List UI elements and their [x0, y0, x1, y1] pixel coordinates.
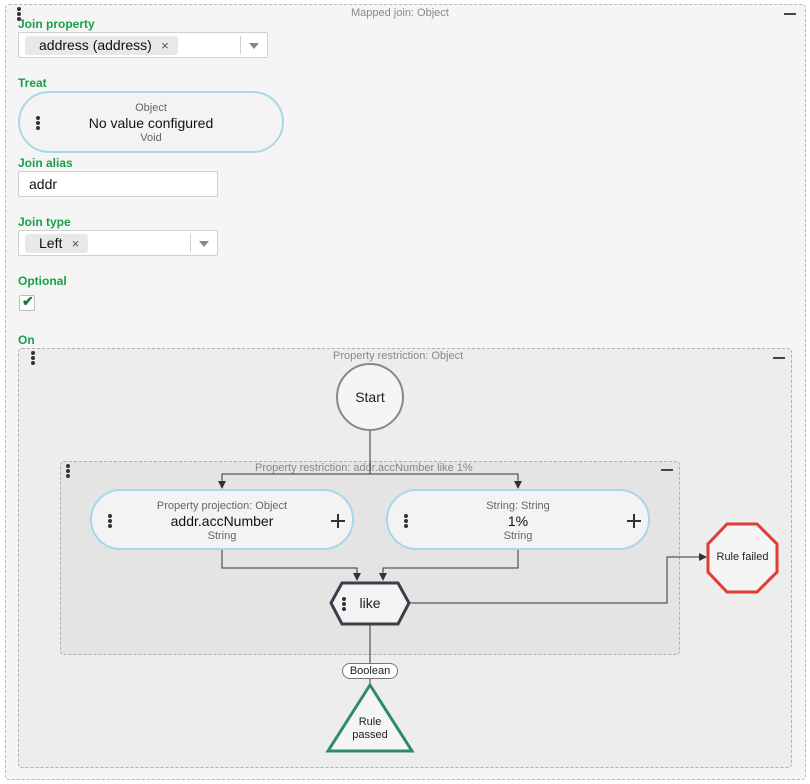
join-property-select[interactable]: address (address) × [18, 32, 268, 58]
string-literal-menu-icon[interactable] [403, 514, 409, 528]
join-property-caret-down-icon[interactable] [249, 43, 259, 49]
inner-restriction-menu-icon[interactable] [65, 464, 71, 478]
rule-passed-line2: passed [352, 729, 388, 741]
join-type-select[interactable]: Left × [18, 230, 218, 256]
join-type-caret-down-icon[interactable] [199, 241, 209, 247]
string-literal-plus-icon[interactable] [627, 514, 641, 528]
property-projection-value: addr.accNumber [170, 513, 274, 529]
mapped-join-title: Mapped join: Object [351, 7, 449, 19]
property-projection-node[interactable]: Property projection: Object addr.accNumb… [90, 489, 354, 550]
treat-value: No value configured [88, 115, 214, 131]
rule-passed-line1: Rule [358, 716, 382, 728]
rule-failed-node[interactable]: Rule failed [716, 551, 769, 563]
start-node[interactable]: Start [355, 389, 385, 405]
join-alias-input[interactable]: addr [18, 171, 218, 197]
optional-checkbox[interactable]: ✔ [19, 293, 35, 311]
on-label: On [18, 333, 35, 347]
property-restriction-menu-icon[interactable] [30, 351, 36, 365]
join-property-chip: address (address) × [25, 36, 178, 55]
property-restriction-collapse-icon[interactable] [773, 357, 785, 359]
string-literal-subtype: String [503, 530, 533, 542]
treat-subtype: Void [140, 132, 162, 144]
like-operator-label: like [359, 595, 381, 611]
like-menu-icon[interactable] [341, 597, 347, 611]
string-literal-type: String: String [486, 500, 550, 512]
join-property-label: Join property [18, 17, 95, 31]
join-type-value: Left [39, 235, 63, 251]
inner-restriction-title: Property restriction: addr.accNumber lik… [255, 462, 473, 474]
select-divider [240, 36, 241, 54]
string-literal-node[interactable]: String: String 1% String [386, 489, 650, 550]
select-divider [190, 234, 191, 252]
optional-label: Optional [18, 274, 67, 288]
property-restriction-title: Property restriction: Object [333, 350, 464, 362]
string-literal-value: 1% [507, 513, 529, 529]
join-type-chip: Left × [25, 234, 89, 253]
treat-label: Treat [18, 76, 47, 90]
like-operator-node[interactable]: like [331, 583, 409, 624]
property-projection-menu-icon[interactable] [107, 514, 113, 528]
mapped-join-menu-icon[interactable] [16, 7, 22, 21]
boolean-tag: Boolean [342, 663, 398, 679]
treat-node[interactable]: Object No value configured Void [18, 91, 284, 153]
rule-passed-node[interactable]: Rule passed [340, 716, 400, 742]
inner-restriction-collapse-icon[interactable] [661, 469, 673, 471]
join-property-remove-icon[interactable]: × [161, 38, 169, 53]
treat-type: Object [135, 102, 167, 114]
join-type-remove-icon[interactable]: × [71, 236, 80, 251]
join-type-label: Join type [18, 215, 71, 229]
treat-menu-icon[interactable] [35, 116, 41, 130]
property-projection-subtype: String [207, 530, 237, 542]
property-projection-type: Property projection: Object [156, 500, 288, 512]
mapped-join-collapse-icon[interactable] [784, 13, 796, 15]
join-property-value: address (address) [39, 37, 152, 53]
join-alias-label: Join alias [18, 156, 73, 170]
check-icon: ✔ [22, 293, 34, 309]
property-projection-plus-icon[interactable] [331, 514, 345, 528]
